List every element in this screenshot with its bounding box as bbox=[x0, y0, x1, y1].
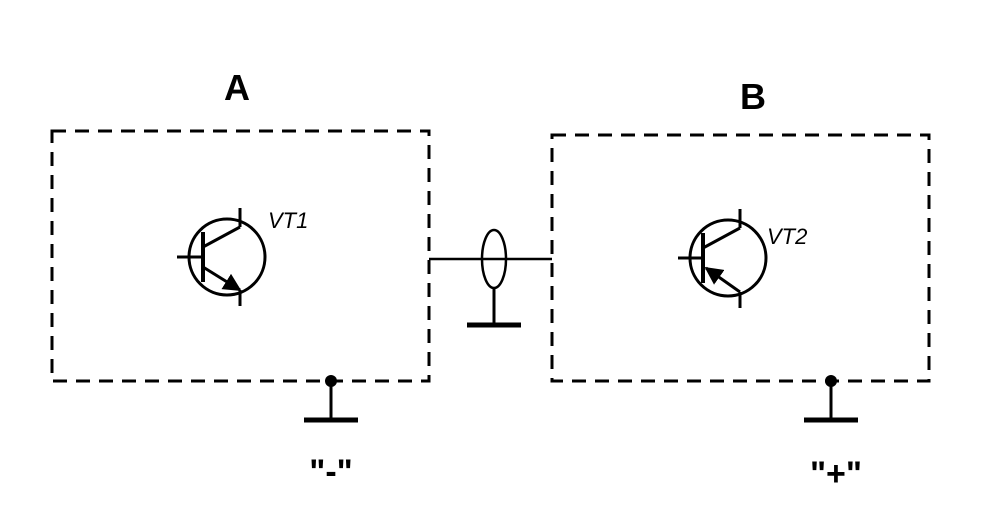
connecting-cable bbox=[429, 228, 552, 328]
ground-b-icon bbox=[804, 375, 858, 423]
block-b: B VT2 "+" bbox=[550, 76, 931, 493]
transistor-vt2-icon bbox=[678, 209, 768, 308]
polarity-minus-label: "-" bbox=[309, 453, 353, 491]
block-b-frame bbox=[550, 133, 931, 383]
current-probe-icon bbox=[467, 228, 521, 328]
transistor-vt2-label: VT2 bbox=[767, 224, 807, 249]
block-a-label: A bbox=[224, 67, 250, 108]
block-b-label: B bbox=[740, 76, 766, 117]
ground-a-icon bbox=[304, 375, 358, 423]
transistor-vt1-label: VT1 bbox=[268, 208, 308, 233]
block-a-frame bbox=[50, 129, 431, 383]
block-a: A VT1 "-" bbox=[50, 67, 431, 491]
polarity-plus-label: "+" bbox=[810, 455, 862, 493]
transistor-vt1-icon bbox=[177, 208, 267, 306]
